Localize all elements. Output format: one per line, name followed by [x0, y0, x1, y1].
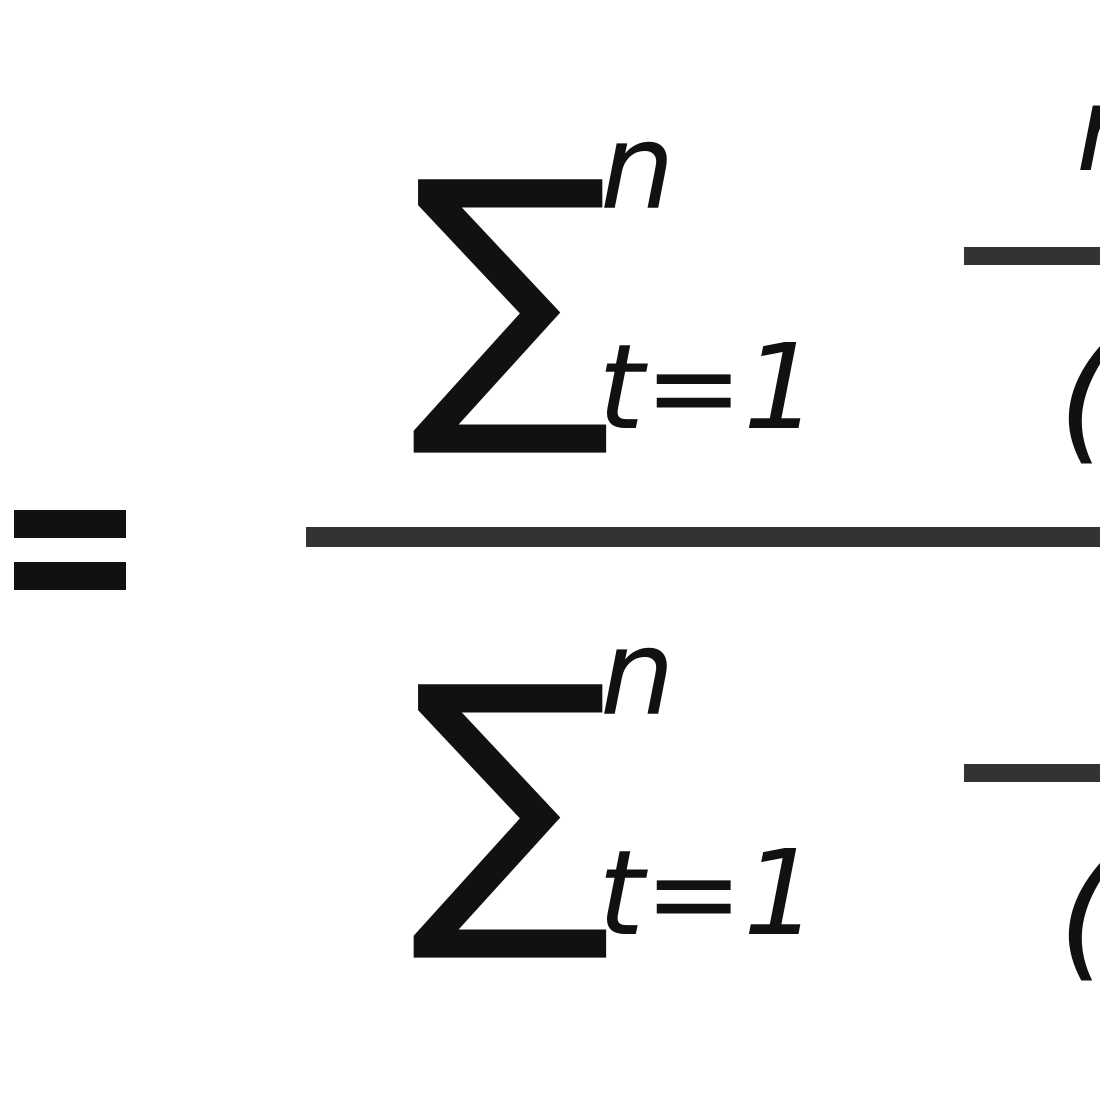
numerator-inner-bottom-term: (	[1058, 316, 1100, 479]
numerator-lower-limit: t=1	[598, 318, 818, 456]
numerator-sigma: ∑	[410, 117, 612, 466]
equals-sign	[14, 510, 126, 590]
numerator-inner-fraction: r (	[964, 60, 1100, 479]
denominator-inner-bottom-term: (	[1058, 833, 1100, 996]
denominator-sigma: ∑	[410, 622, 612, 971]
numerator-inner-top-term: r	[1076, 60, 1100, 198]
numerator-upper-limit: n	[600, 98, 675, 236]
numerator-inner-fraction-bar	[964, 247, 1100, 265]
denominator-sum: ∑ n t=1	[410, 604, 818, 971]
denominator-inner-fraction: (	[964, 764, 1100, 996]
main-fraction-bar	[306, 527, 1100, 547]
denominator-upper-limit: n	[600, 604, 675, 742]
equals-bar-top	[14, 510, 126, 538]
denominator-lower-limit: t=1	[598, 824, 818, 962]
equals-bar-bottom	[14, 562, 126, 590]
numerator-sum: ∑ n t=1	[410, 98, 818, 466]
denominator-inner-fraction-bar	[964, 764, 1100, 782]
